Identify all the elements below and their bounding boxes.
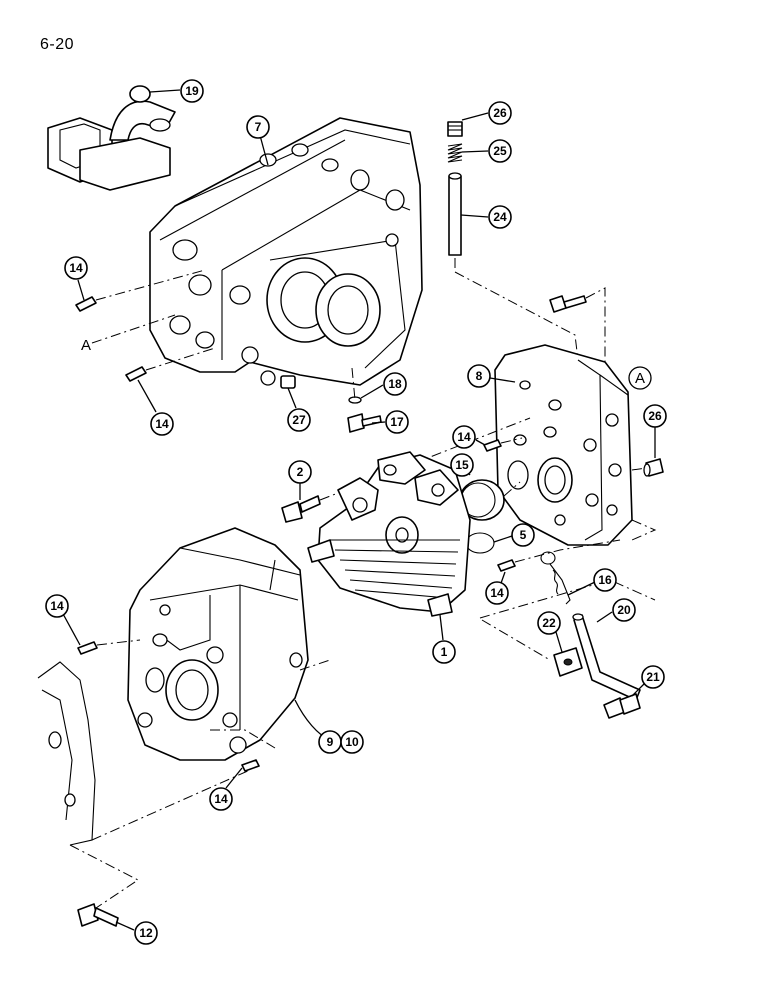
callout-14-e: 14 bbox=[45, 594, 69, 618]
reference-mark-a-right: A bbox=[628, 366, 652, 390]
callout-5: 5 bbox=[511, 523, 535, 547]
control-lever-bracket bbox=[47, 85, 176, 191]
page-number: 6-20 bbox=[40, 36, 75, 53]
callout-24: 24 bbox=[488, 205, 512, 229]
callout-17: 17 bbox=[385, 410, 409, 434]
callout-1-label: 1 bbox=[441, 645, 448, 659]
dowel-pin-14e bbox=[77, 641, 98, 655]
bolt-2 bbox=[281, 495, 321, 523]
callout-22-label: 22 bbox=[542, 616, 556, 630]
spring-25 bbox=[447, 143, 463, 163]
callout-16-label: 16 bbox=[598, 573, 612, 587]
callout-8: 8 bbox=[467, 364, 491, 388]
callout-24-label: 24 bbox=[493, 210, 507, 224]
spool-24 bbox=[448, 172, 462, 256]
callout-26-top: 26 bbox=[488, 101, 512, 125]
callout-2: 2 bbox=[288, 460, 312, 484]
callout-10-label: 10 bbox=[345, 735, 359, 749]
callout-1: 1 bbox=[432, 640, 456, 664]
callout-5-label: 5 bbox=[520, 528, 527, 542]
callout-14-d: 14 bbox=[485, 581, 509, 605]
callout-26-right-label: 26 bbox=[648, 409, 662, 423]
callout-25-label: 25 bbox=[493, 144, 507, 158]
callout-15: 15 bbox=[450, 453, 474, 477]
callout-27-label: 27 bbox=[292, 413, 306, 427]
dowel-pin-14a bbox=[75, 296, 97, 312]
plug-26-top bbox=[447, 121, 463, 137]
callout-8-label: 8 bbox=[476, 369, 483, 383]
callout-14-b-label: 14 bbox=[155, 417, 169, 431]
bolt-21 bbox=[603, 693, 641, 719]
bracket-22 bbox=[553, 647, 583, 677]
callout-10: 10 bbox=[340, 730, 364, 754]
callout-18-label: 18 bbox=[388, 377, 402, 391]
callout-12-label: 12 bbox=[139, 926, 153, 940]
bolt-12 bbox=[77, 903, 119, 927]
leader-8 bbox=[489, 377, 516, 383]
callout-12: 12 bbox=[134, 921, 158, 945]
callout-15-label: 15 bbox=[455, 458, 469, 472]
callout-20: 20 bbox=[612, 598, 636, 622]
callout-16: 16 bbox=[593, 568, 617, 592]
callout-14-b: 14 bbox=[150, 412, 174, 436]
callout-22: 22 bbox=[537, 611, 561, 635]
callout-14-a-label: 14 bbox=[69, 261, 83, 275]
callout-14-c: 14 bbox=[452, 425, 476, 449]
end-cover-plate bbox=[494, 344, 633, 546]
callout-7-label: 7 bbox=[255, 120, 262, 134]
callout-7: 7 bbox=[246, 115, 270, 139]
callout-14-c-label: 14 bbox=[457, 430, 471, 444]
reference-mark-a-left-label: A bbox=[81, 337, 91, 354]
cover-bolt bbox=[549, 295, 587, 313]
callout-20-label: 20 bbox=[617, 603, 631, 617]
dowel-pin-14b bbox=[125, 366, 147, 382]
callout-21: 21 bbox=[641, 665, 665, 689]
callout-9-label: 9 bbox=[327, 735, 334, 749]
reference-mark-a-left: A bbox=[81, 337, 91, 354]
mating-case-outline bbox=[37, 661, 96, 846]
callout-26-right: 26 bbox=[643, 404, 667, 428]
reference-mark-a-right-label: A bbox=[635, 370, 645, 387]
callout-14-a: 14 bbox=[64, 256, 88, 280]
callout-14-f-label: 14 bbox=[214, 792, 228, 806]
front-valve-housing bbox=[127, 527, 309, 761]
callout-18: 18 bbox=[383, 372, 407, 396]
o-ring-5 bbox=[465, 532, 495, 554]
rear-transmission-housing bbox=[149, 117, 423, 386]
callout-25: 25 bbox=[488, 139, 512, 163]
dowel-pin-14d bbox=[497, 559, 516, 572]
callout-27: 27 bbox=[287, 408, 311, 432]
leader-19 bbox=[149, 89, 181, 93]
dowel-pin-14c bbox=[483, 439, 502, 452]
callout-14-f: 14 bbox=[209, 787, 233, 811]
callout-2-label: 2 bbox=[297, 465, 304, 479]
retaining-clip-16 bbox=[540, 551, 571, 605]
callout-19: 19 bbox=[180, 79, 204, 103]
plug-27 bbox=[280, 375, 296, 389]
callout-17-label: 17 bbox=[390, 415, 404, 429]
washer-18 bbox=[348, 396, 362, 404]
dowel-pin-14f bbox=[241, 759, 260, 772]
callout-14-e-label: 14 bbox=[50, 599, 64, 613]
callout-19-label: 19 bbox=[185, 84, 199, 98]
callout-26-top-label: 26 bbox=[493, 106, 507, 120]
callout-21-label: 21 bbox=[646, 670, 660, 684]
callout-9: 9 bbox=[318, 730, 342, 754]
tube-20 bbox=[572, 613, 641, 701]
control-valve-body bbox=[307, 451, 471, 617]
callout-14-d-label: 14 bbox=[490, 586, 504, 600]
plug-26-right bbox=[643, 458, 664, 477]
